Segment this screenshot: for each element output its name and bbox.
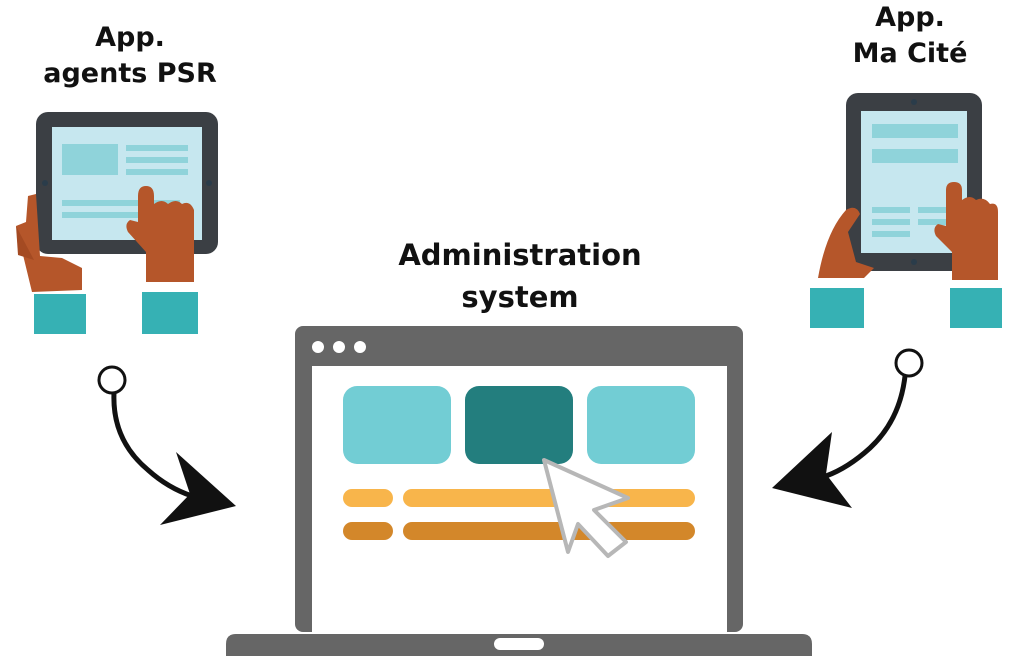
left-hand-right-icon (126, 186, 198, 334)
right-hand-left-icon (810, 207, 874, 328)
right-device-label: App. Ma Cité (810, 0, 1010, 72)
center-label-line1: Administration (398, 238, 642, 272)
left-device-label: App. agents PSR (20, 20, 240, 92)
left-label-line1: App. (95, 22, 165, 53)
right-hand-right-icon (934, 182, 1002, 328)
right-curved-arrow-icon (772, 348, 924, 508)
center-label-line2: system (461, 280, 579, 314)
left-hand-icon (16, 194, 86, 334)
left-label-line2: agents PSR (43, 58, 217, 89)
right-label-line1: App. (875, 2, 945, 33)
right-label-line2: Ma Cité (852, 38, 968, 69)
center-device-label: Administration system (360, 234, 680, 318)
laptop-icon (226, 326, 812, 656)
cursor-icon (542, 458, 630, 558)
left-curved-arrow-icon (97, 365, 236, 525)
